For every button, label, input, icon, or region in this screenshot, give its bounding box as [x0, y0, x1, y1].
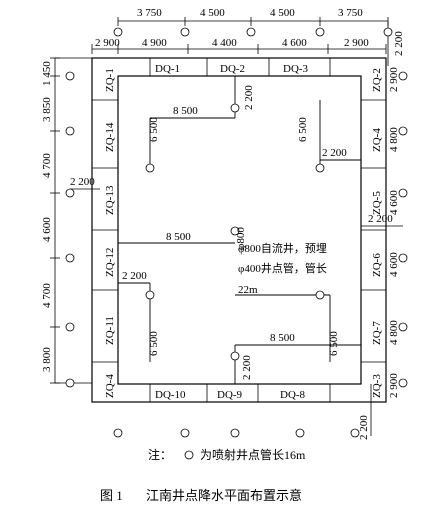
right-wells: [398, 71, 408, 388]
dim-vertical-1: 6 500: [148, 117, 160, 142]
dim-span-3: 8 500: [270, 332, 295, 344]
dim-right-inner-4: 4 600: [388, 252, 400, 277]
dim-left-5: 4 700: [41, 283, 53, 308]
label-zq-12: ZQ-12: [104, 248, 116, 277]
dim-left-3: 4 700: [41, 153, 53, 178]
label-dq-2: DQ-2: [220, 63, 245, 75]
annotation-line-3: 22m: [238, 284, 258, 296]
dim-top-outer-4: 3 750: [338, 7, 363, 19]
dim-right-inner-5: 4 800: [388, 320, 400, 345]
label-zq-7: ZQ-7: [371, 321, 383, 345]
dim-top-right: 2 200: [393, 31, 405, 56]
pit-outline: [91, 57, 387, 403]
annotation-line-1: φ800自流井，预埋: [238, 241, 327, 255]
figure-caption-text: 江南井点降水平面布置示意: [146, 488, 302, 503]
label-dq-8: DQ-8: [280, 389, 306, 401]
dim-left-1: 1 450: [41, 61, 53, 86]
dim-small-1: 2 200: [243, 85, 255, 110]
dim-right-inner-1: 2 900: [388, 67, 400, 92]
label-dq-3: DQ-3: [283, 63, 309, 75]
label-zq-4-left: ZQ-4: [104, 374, 116, 398]
label-zq-1: ZQ-1: [104, 68, 116, 92]
dim-span-1: 8 500: [173, 105, 198, 117]
note-well-symbol: [184, 450, 194, 460]
dim-bottom-right: 2 200: [358, 415, 370, 440]
interior-wells: [145, 103, 325, 361]
label-zq-2: ZQ-2: [371, 68, 383, 92]
annotation-line-2: φ400井点管，管长: [238, 261, 327, 275]
dim-top-outer-1: 3 750: [137, 7, 162, 19]
label-dq-1: DQ-1: [155, 63, 180, 75]
dim-top-outer-2: 4 500: [200, 7, 225, 19]
dim-top-inner-3: 4 400: [212, 37, 237, 49]
dim-left-2: 3 850: [41, 97, 53, 122]
label-zq-14: ZQ-14: [104, 122, 116, 152]
label-zq-13: ZQ-13: [104, 185, 116, 215]
label-zq-3: ZQ-3: [371, 374, 383, 398]
bottom-wells: [113, 428, 360, 438]
top-dimension-lines: [91, 17, 389, 66]
dim-right-inner-6: 2 900: [388, 373, 400, 398]
dim-top-inner-4: 4 600: [282, 37, 307, 49]
dim-span-2: 8 500: [166, 231, 191, 243]
label-dq-10: DQ-10: [155, 389, 186, 401]
label-zq-5: ZQ-5: [371, 191, 383, 215]
dim-right-inner-3: 4 600: [388, 190, 400, 215]
dim-vertical-4: 6 500: [328, 331, 340, 356]
label-zq-11: ZQ-11: [104, 316, 116, 345]
dim-left-inner: 2 200: [70, 176, 95, 188]
dim-left-6: 3 800: [41, 347, 53, 372]
left-dimension-line: [50, 57, 92, 384]
note-text: 为喷射井点管长16m: [200, 447, 306, 462]
annotation-rotated-phi800: φ800: [235, 227, 247, 250]
dim-small-3: 2 200: [122, 270, 147, 282]
left-wells: [65, 71, 75, 388]
dim-top-inner-5: 2 900: [344, 37, 369, 49]
dim-left-4: 4 600: [41, 217, 53, 242]
label-zq-6: ZQ-6: [371, 253, 383, 277]
note-prefix: 注：: [148, 447, 172, 462]
dim-small-2: 2 200: [322, 147, 347, 159]
label-dq-9: DQ-9: [217, 389, 243, 401]
dim-vertical-3: 6 500: [148, 331, 160, 356]
dim-top-inner-2: 4 900: [142, 37, 167, 49]
dim-top-inner-1: 2 900: [95, 37, 120, 49]
dim-top-outer-3: 4 500: [270, 7, 295, 19]
top-wells: [113, 27, 393, 37]
figure-caption-number: 图 1: [100, 488, 123, 503]
dim-vertical-2: 6 500: [297, 117, 309, 142]
label-zq-4-right: ZQ-4: [371, 128, 383, 152]
dim-right-inner-2: 4 800: [388, 127, 400, 152]
dim-small-4: 2 200: [241, 355, 253, 380]
dim-right-small: 2 200: [368, 213, 393, 225]
